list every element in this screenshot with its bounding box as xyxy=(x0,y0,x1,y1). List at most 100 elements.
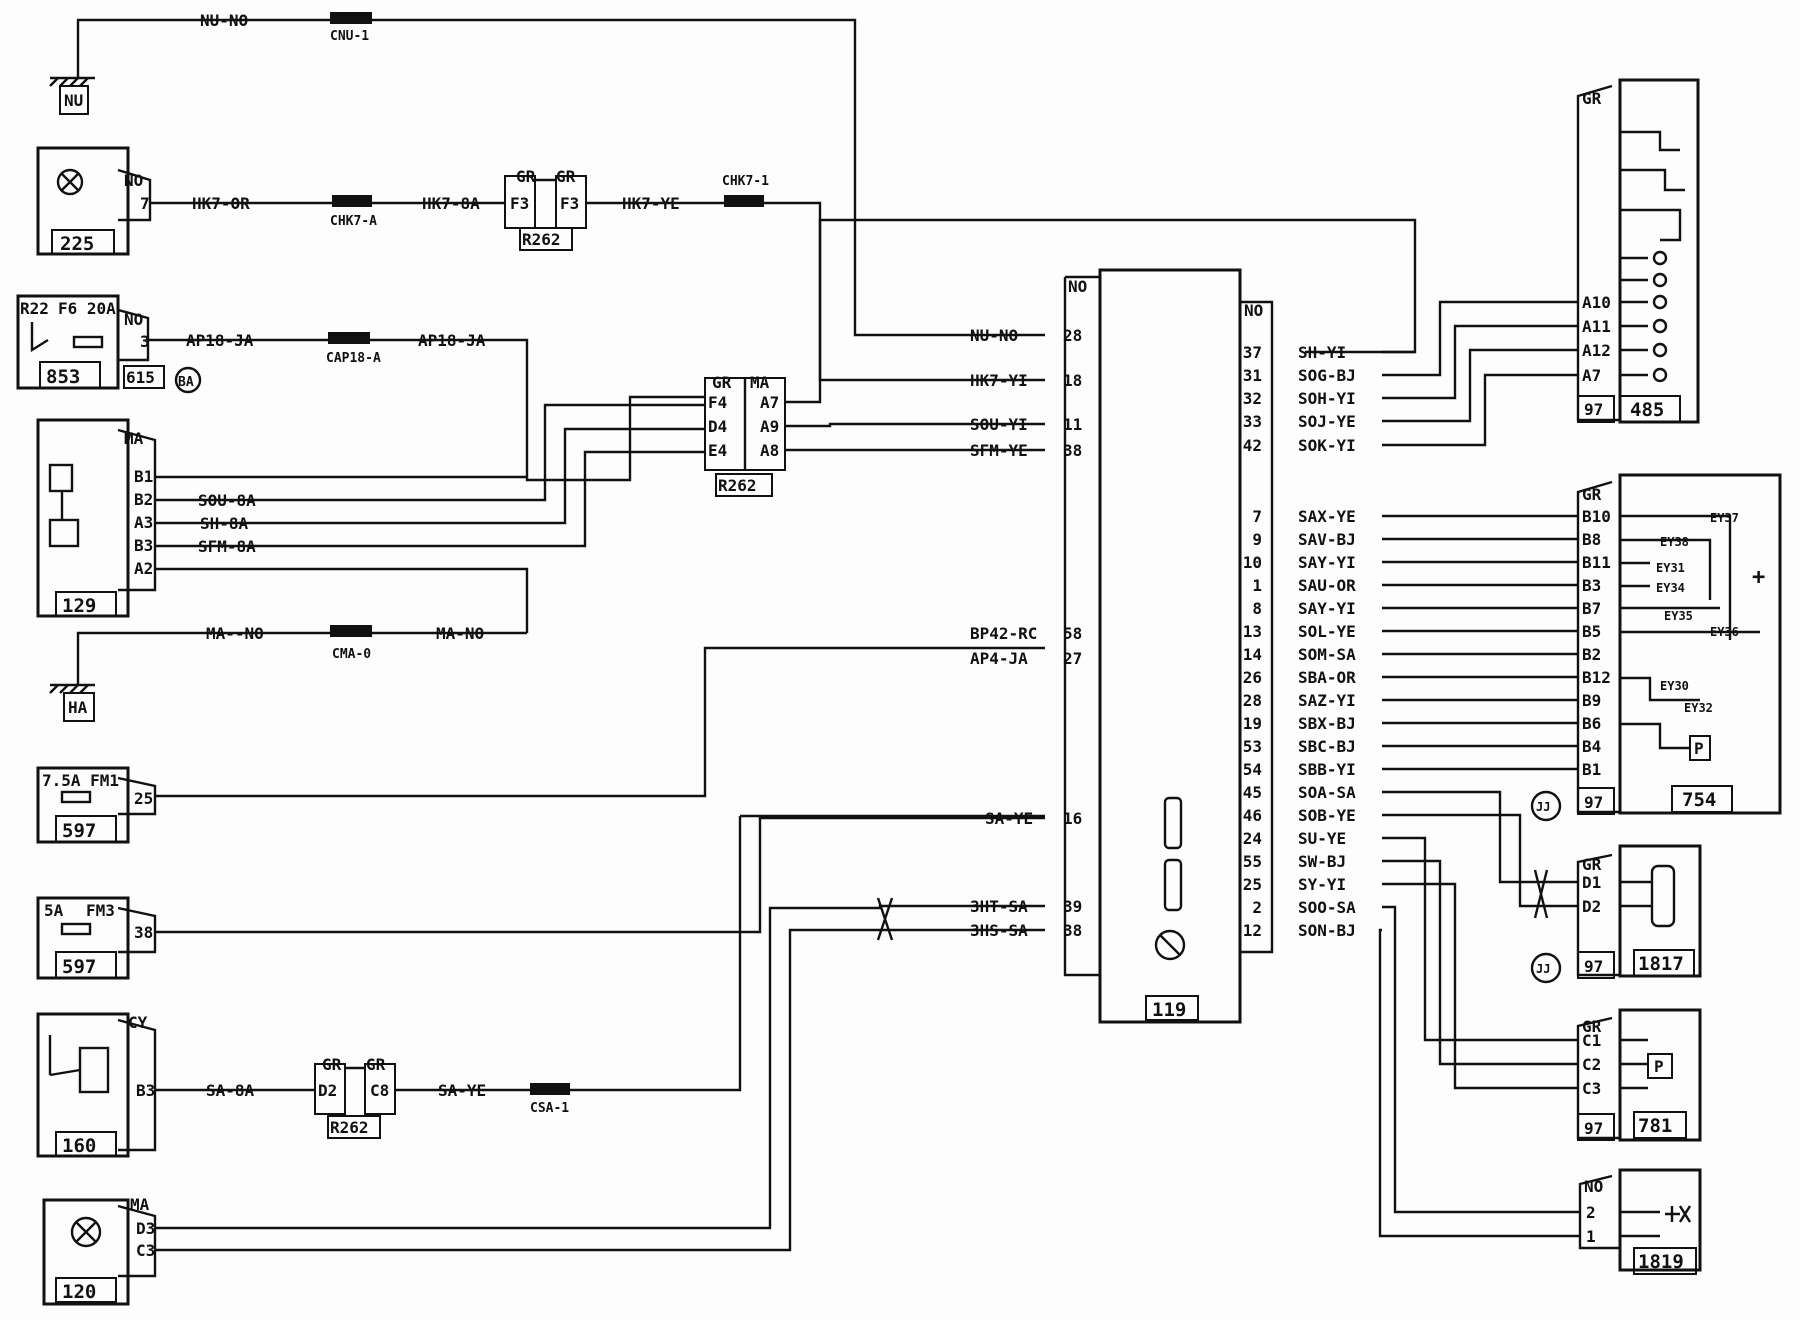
ecu-119 xyxy=(1098,268,1242,1024)
wire-fm3 xyxy=(155,816,1045,934)
pin-label: A3 xyxy=(134,513,153,532)
conn-label: GR xyxy=(1582,855,1602,874)
wire-label: SFM-8A xyxy=(198,537,256,556)
wire-a9 xyxy=(785,422,1045,428)
ecu-right-wire-label: SAY-YI xyxy=(1298,599,1356,618)
pin-label: D3 xyxy=(136,1219,155,1238)
pin-label: A7 xyxy=(760,393,779,412)
conn-label: NO xyxy=(1584,1177,1603,1196)
component-754-signal-label: EY35 xyxy=(1664,609,1693,623)
wire-ecu-781 xyxy=(1382,859,1578,1066)
ecu-id: 119 xyxy=(1152,999,1186,1021)
component-754 xyxy=(1618,473,1782,815)
pin-label: 2 xyxy=(1586,1203,1596,1222)
lamp-icon xyxy=(56,168,84,196)
pin-label: B5 xyxy=(1582,622,1601,641)
ground-nu-label: NU xyxy=(64,91,83,110)
wire-nu xyxy=(76,18,857,215)
ecu-right-pin: 24 xyxy=(1243,829,1262,848)
ecu-right-wire-label: SOA-SA xyxy=(1298,783,1356,802)
ecu-right-pin: 53 xyxy=(1243,737,1262,756)
pin-label: C8 xyxy=(370,1081,389,1100)
component-754-signal-label: EY31 xyxy=(1656,561,1685,575)
conn-label: GR xyxy=(1582,1017,1602,1036)
conn-label: 97 xyxy=(1584,957,1603,976)
pin-label: B7 xyxy=(1582,599,1601,618)
component-754-id: 754 xyxy=(1682,789,1716,811)
ecu-right-pin: 8 xyxy=(1252,599,1262,618)
relay-icon xyxy=(30,322,49,353)
ecu-right-pin: 13 xyxy=(1243,622,1262,641)
splice-icon xyxy=(330,625,372,637)
wire-label: MA--NO xyxy=(206,624,264,643)
pin-label: E4 xyxy=(708,441,727,460)
splice-label: CHK7-A xyxy=(330,214,377,229)
pin-label: F3 xyxy=(560,194,579,213)
ecu-right-pin: 45 xyxy=(1243,783,1262,802)
pin-label: A10 xyxy=(1582,293,1611,312)
ecu-right-wire-label: SOK-YI xyxy=(1298,436,1356,455)
component-754-signal-label: EY37 xyxy=(1710,511,1739,525)
label: R22 xyxy=(20,299,49,318)
conn-label: NO xyxy=(124,310,143,329)
fuse-label: 7.5A FM1 xyxy=(42,771,119,790)
pin-label: 25 xyxy=(134,789,153,808)
fuse-label: 5A xyxy=(44,901,64,920)
wire-3hs xyxy=(155,928,1045,1252)
wire-label: SA-8A xyxy=(206,1081,255,1100)
component-129-id: 129 xyxy=(62,595,96,617)
splice-label: CAP18-A xyxy=(326,351,381,366)
pin-label: B8 xyxy=(1582,530,1601,549)
conn-label: MA xyxy=(130,1195,150,1214)
wire-sfm xyxy=(155,450,705,548)
pin-label: D2 xyxy=(1582,897,1601,916)
conn-label: CY xyxy=(128,1013,148,1032)
wire-ecu-1819 xyxy=(1382,905,1580,1214)
splice-icon xyxy=(330,12,372,24)
component-1819-pins: 21 xyxy=(1586,1203,1692,1246)
pin-label: A8 xyxy=(760,441,779,460)
ecu-right-wire-label: SOL-YE xyxy=(1298,622,1356,641)
ecu-right-wire-label: SAU-OR xyxy=(1298,576,1356,595)
connector-r262-label: R262 xyxy=(522,230,561,249)
component-781 xyxy=(1618,1008,1702,1142)
ecu-right-wire-label: SAZ-YI xyxy=(1298,691,1356,710)
pin-label: B2 xyxy=(1582,645,1601,664)
ecu-right-wire-label: SOB-YE xyxy=(1298,806,1356,825)
connector-plug-icon xyxy=(1652,367,1668,383)
ecu-right-pin: 19 xyxy=(1243,714,1262,733)
ecu-right-wire-label: SH-YI xyxy=(1298,343,1346,362)
component-754-internal xyxy=(1620,514,1760,750)
ecu-right-pin: 28 xyxy=(1243,691,1262,710)
pin-label: B11 xyxy=(1582,553,1611,572)
component-1819 xyxy=(1618,1168,1702,1272)
ecu-right-pin: 33 xyxy=(1243,412,1262,431)
pin-label: B12 xyxy=(1582,668,1611,687)
ecu-right-wire-label: SAY-YI xyxy=(1298,553,1356,572)
component-160-id: 160 xyxy=(62,1135,96,1157)
wire-a2 xyxy=(155,567,529,633)
wire-label: SOU-8A xyxy=(198,491,256,510)
conn-label: 97 xyxy=(1584,793,1603,812)
ecu-right-wire-label: SAX-YE xyxy=(1298,507,1356,526)
ecu-right-pin: 12 xyxy=(1243,921,1262,940)
splice-icon xyxy=(724,195,764,207)
connector-plug-icon xyxy=(1652,342,1668,358)
ecu-right-wire-label: SBB-YI xyxy=(1298,760,1356,779)
component-597-id: 597 xyxy=(62,956,96,978)
pin-label: A7 xyxy=(1582,366,1601,385)
conn-label: MA xyxy=(750,373,770,392)
wire-nu-ecu xyxy=(853,215,1045,337)
component-597-id: 597 xyxy=(62,820,96,842)
connector-plug-icon xyxy=(1650,864,1676,928)
pin-label: B4 xyxy=(1582,737,1601,756)
ecu-right-wire-label: SOO-SA xyxy=(1298,898,1356,917)
fuse-icon xyxy=(60,790,92,804)
ecu-left-pin: 39 xyxy=(1063,897,1082,916)
ecu-right-wire-label: SU-YE xyxy=(1298,829,1346,848)
ecu-right-pin: 25 xyxy=(1243,875,1262,894)
ecu-right-pin: 54 xyxy=(1243,760,1262,779)
component-120-id: 120 xyxy=(62,1281,96,1303)
